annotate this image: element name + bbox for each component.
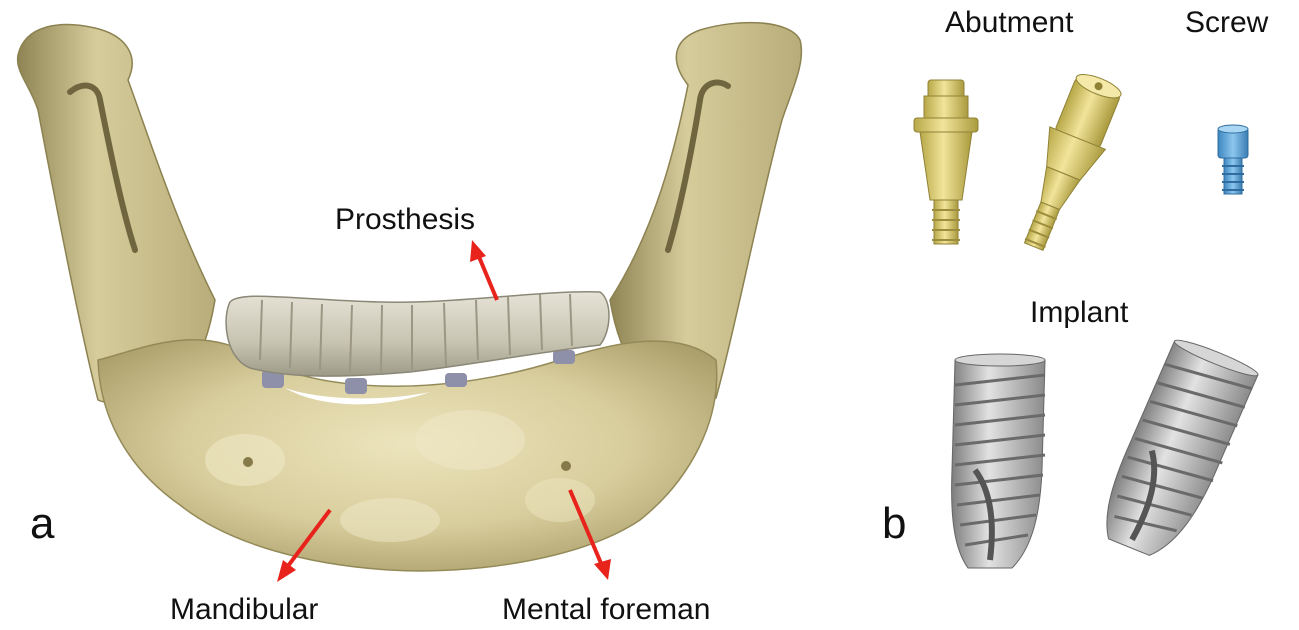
arrow-prosthesis	[470, 240, 497, 300]
prosthesis-label: Prosthesis	[335, 205, 475, 235]
abutment-label: Abutment	[945, 8, 1073, 38]
straight-implant	[952, 354, 1045, 568]
mandibular-label: Mandibular	[170, 595, 318, 625]
straight-abutment	[914, 80, 978, 244]
panel-a-letter: a	[30, 502, 54, 546]
mandible	[18, 23, 802, 571]
angled-abutment	[1006, 68, 1129, 258]
screw	[1218, 125, 1248, 194]
implant-label: Implant	[1030, 298, 1128, 328]
panel-b-letter: b	[882, 502, 906, 546]
mental-foreman-label: Mental foreman	[502, 595, 710, 625]
screw-label: Screw	[1185, 8, 1268, 38]
angled-implant	[1093, 334, 1260, 567]
